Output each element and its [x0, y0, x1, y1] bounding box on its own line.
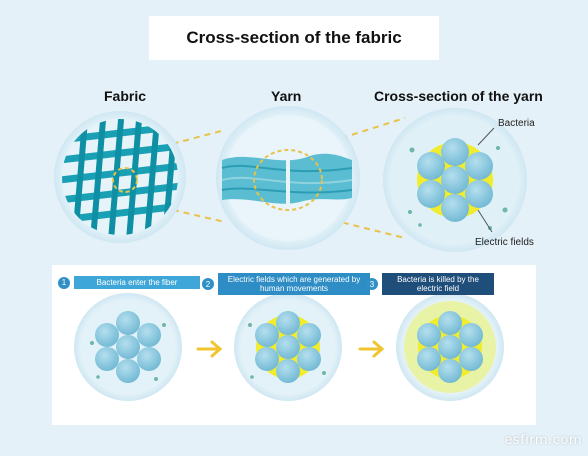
bacteria-dots: [248, 323, 326, 379]
fibers: [417, 138, 493, 222]
step-3: 3 Bacteria is killed by the electric fie…: [366, 273, 494, 295]
step-1: 1 Bacteria enter the fiber: [58, 276, 200, 289]
electric-fields-callout: Electric fields: [475, 237, 534, 248]
arrow-right-1: [196, 340, 223, 358]
stage-3-cross-section: [396, 293, 504, 401]
stage-1-cross-section: [74, 293, 182, 401]
yarn-circle: [216, 106, 360, 250]
stage-2-cross-section: [234, 293, 342, 401]
step-3-number: 3: [366, 278, 378, 290]
step-2-number: 2: [202, 278, 214, 290]
fabric-label: Fabric: [104, 88, 147, 104]
yarn-strand: [221, 150, 353, 206]
yarn-cross-section: [383, 108, 527, 252]
process-panel: [52, 265, 536, 425]
arrow-right-2: [358, 340, 385, 358]
step-1-number: 1: [58, 276, 70, 289]
bacteria-dots: [90, 323, 166, 381]
bacteria-callout: Bacteria: [498, 118, 535, 129]
fabric-circle: [54, 111, 186, 243]
watermark: esfirm.com: [504, 433, 582, 448]
top-illustration: [54, 106, 527, 252]
step-1-text: Bacteria enter the fiber: [74, 276, 200, 289]
yarn-label: Yarn: [271, 88, 302, 104]
cross-section-label: Cross-section of the yarn: [374, 88, 543, 104]
step-2: 2 Electric fields which are generated by…: [202, 273, 370, 295]
diagram-title: Cross-section of the fabric: [149, 16, 439, 60]
process-illustration: [74, 293, 504, 401]
step-2-text: Electric fields which are generated by h…: [218, 273, 370, 295]
step-3-text: Bacteria is killed by the electric field: [382, 273, 494, 295]
